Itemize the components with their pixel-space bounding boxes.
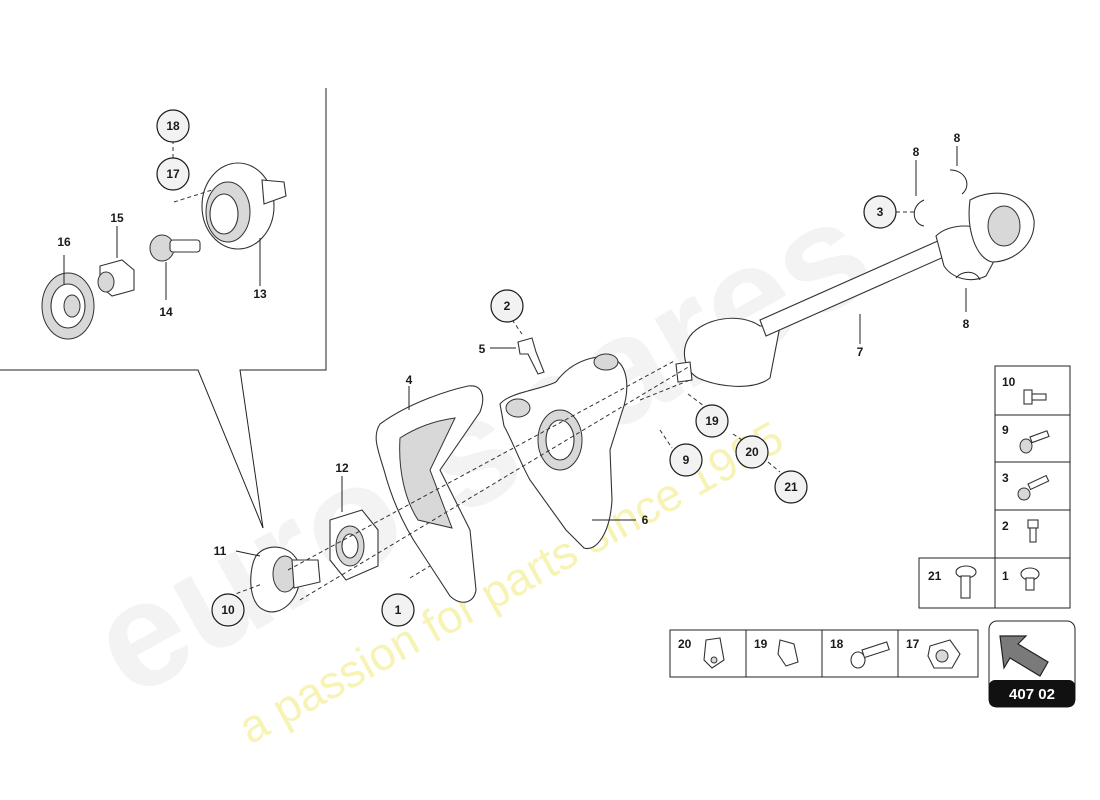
svg-text:21: 21	[784, 480, 798, 494]
legend-item-2[interactable]: 2	[1002, 519, 1039, 543]
callout-15[interactable]: 15	[110, 211, 124, 225]
legend-item-21[interactable]: 21	[928, 565, 977, 599]
main-parts	[229, 146, 1035, 613]
legend-item-17[interactable]: 17	[906, 637, 961, 669]
callout-21[interactable]: 21	[774, 470, 808, 504]
svg-text:2: 2	[504, 299, 511, 313]
legend-item-20[interactable]: 20	[678, 637, 725, 669]
callouts-plain: 16 15 14 13 5 4 12 11 6 7 8 8 8	[57, 131, 969, 558]
legend-item-9[interactable]: 9	[1002, 423, 1050, 454]
legend-item-1[interactable]: 1	[1002, 567, 1040, 591]
callout-9[interactable]: 9	[669, 443, 703, 477]
callout-17[interactable]: 17	[156, 157, 190, 191]
svg-text:20: 20	[678, 637, 692, 651]
callout-16[interactable]: 16	[57, 235, 71, 249]
svg-text:21: 21	[928, 569, 942, 583]
diagram-code: 407 02	[1009, 686, 1055, 703]
part-8-circlips	[896, 146, 981, 312]
inset-frame	[0, 88, 327, 529]
callout-13[interactable]: 13	[253, 287, 267, 301]
callout-8-bottom[interactable]: 8	[963, 317, 970, 331]
svg-text:10: 10	[1002, 375, 1016, 389]
callout-7[interactable]: 7	[857, 345, 864, 359]
part-6-knuckle	[499, 353, 636, 550]
callouts-circled: 18 17 2 3 19 20 9 21 1 10	[156, 109, 897, 627]
legend-item-18[interactable]: 18	[830, 637, 890, 669]
part-15-nut	[97, 226, 135, 297]
svg-text:9: 9	[1002, 423, 1009, 437]
svg-text:9: 9	[683, 453, 690, 467]
callout-3[interactable]: 3	[863, 195, 897, 229]
callout-4[interactable]: 4	[406, 373, 413, 387]
callout-18[interactable]: 18	[156, 109, 190, 143]
svg-text:2: 2	[1002, 519, 1009, 533]
part-7-drive-shaft	[675, 192, 1035, 387]
inset-parts	[41, 140, 287, 340]
part-11-wheel-hub	[235, 546, 321, 613]
legend-item-3[interactable]: 3	[1002, 471, 1050, 501]
callout-1[interactable]: 1	[381, 593, 415, 627]
callout-6[interactable]: 6	[642, 513, 649, 527]
part-13-hub	[201, 162, 287, 286]
callout-2[interactable]: 2	[490, 289, 524, 323]
callout-10[interactable]: 10	[211, 593, 245, 627]
svg-text:19: 19	[754, 637, 768, 651]
legend-bottom: 20 19 18 17	[669, 629, 979, 678]
part-4-dust-shield	[375, 385, 484, 603]
callout-11[interactable]: 11	[214, 544, 227, 558]
part-16-gear	[41, 255, 95, 340]
callout-12[interactable]: 12	[335, 461, 349, 475]
part-14-bolt	[149, 234, 201, 300]
svg-text:17: 17	[166, 167, 180, 181]
legend-item-10[interactable]: 10	[1002, 375, 1047, 405]
svg-text:1: 1	[395, 603, 402, 617]
part-5-sensor	[490, 313, 545, 375]
part-12-bearing	[329, 476, 379, 581]
svg-text:3: 3	[877, 205, 884, 219]
svg-text:10: 10	[221, 603, 235, 617]
callout-14[interactable]: 14	[159, 305, 173, 319]
diagram-code-badge: 407 02	[988, 620, 1076, 708]
legend-item-19[interactable]: 19	[754, 637, 799, 667]
callout-19[interactable]: 19	[695, 404, 729, 438]
svg-text:17: 17	[906, 637, 920, 651]
svg-text:19: 19	[705, 414, 719, 428]
callout-8-left[interactable]: 8	[913, 145, 920, 159]
svg-text:1: 1	[1002, 569, 1009, 583]
svg-text:18: 18	[166, 119, 180, 133]
svg-text:3: 3	[1002, 471, 1009, 485]
callout-5[interactable]: 5	[479, 342, 486, 356]
callout-20[interactable]: 20	[735, 435, 769, 469]
svg-text:18: 18	[830, 637, 844, 651]
arrow-up-left-icon	[999, 635, 1049, 677]
callout-8-right[interactable]: 8	[954, 131, 961, 145]
svg-text:20: 20	[745, 445, 759, 459]
legend-right: 10 9 3 2 1 21	[918, 365, 1071, 609]
